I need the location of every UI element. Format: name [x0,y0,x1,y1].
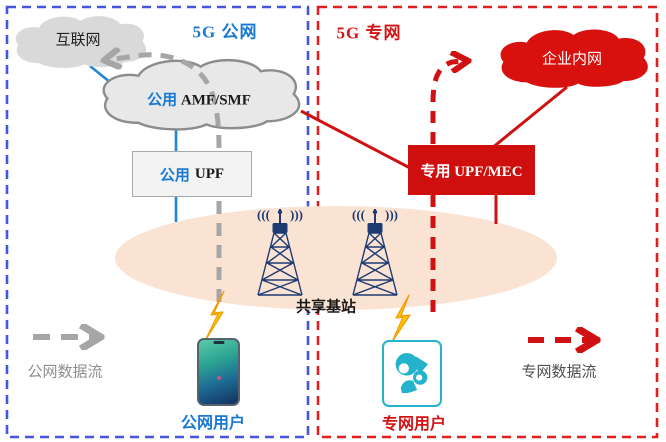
private-upf-mec-label: 专用 UPF/MEC [420,163,523,180]
private-links [300,85,568,224]
smartphone [197,338,240,406]
private-upf-mec-node: 专用 UPF/MEC [408,145,535,195]
private-data-flow-path [430,61,466,312]
private-flow-legend-label: 专网数据流 [521,364,597,381]
private-region-title: 5G 专网 [336,23,402,43]
amf-smf-cloud [104,60,299,129]
internet-label: 互联网 [55,32,101,49]
public-region-title: 5G 公网 [192,22,258,42]
public-flow-legend-label: 公网数据流 [27,364,103,381]
amf-smf-label: 公用 AMF/SMF [147,89,251,110]
private-user-label: 专网用户 [381,416,447,433]
signal-waves-icon: ((( [257,207,270,222]
enterprise-intranet-label: 企业内网 [541,51,603,68]
public-upf-prefix: 公用 [159,167,190,184]
private-user-device [382,340,442,407]
link-enterprise-mec [491,85,568,150]
phone-notch [213,341,224,344]
shared-base-station-zone [115,206,557,310]
amf-smf-prefix: 公用 [147,92,178,109]
public-data-flow-path [106,55,222,302]
enterprise-intranet-cloud [500,29,648,88]
public-upf-name: UPF [194,165,225,182]
link-amf-mec [300,109,411,170]
signal-waves-icon: ))) [290,207,303,222]
public-upf-node: 公用 UPF [132,151,252,197]
public-user-label: 公网用户 [180,415,246,432]
private-user-icon [395,353,428,394]
signal-waves-icon: ))) [385,207,398,222]
signal-waves-icon: ((( [352,207,365,222]
shared-base-station-label: 共享基站 [295,299,357,316]
base-station-tower-right: ((( ))) [352,207,398,296]
amf-smf-name: AMF/SMF [180,92,251,109]
base-station-tower-left: ((( ))) [257,207,303,296]
phone-logo-dot [216,376,221,381]
